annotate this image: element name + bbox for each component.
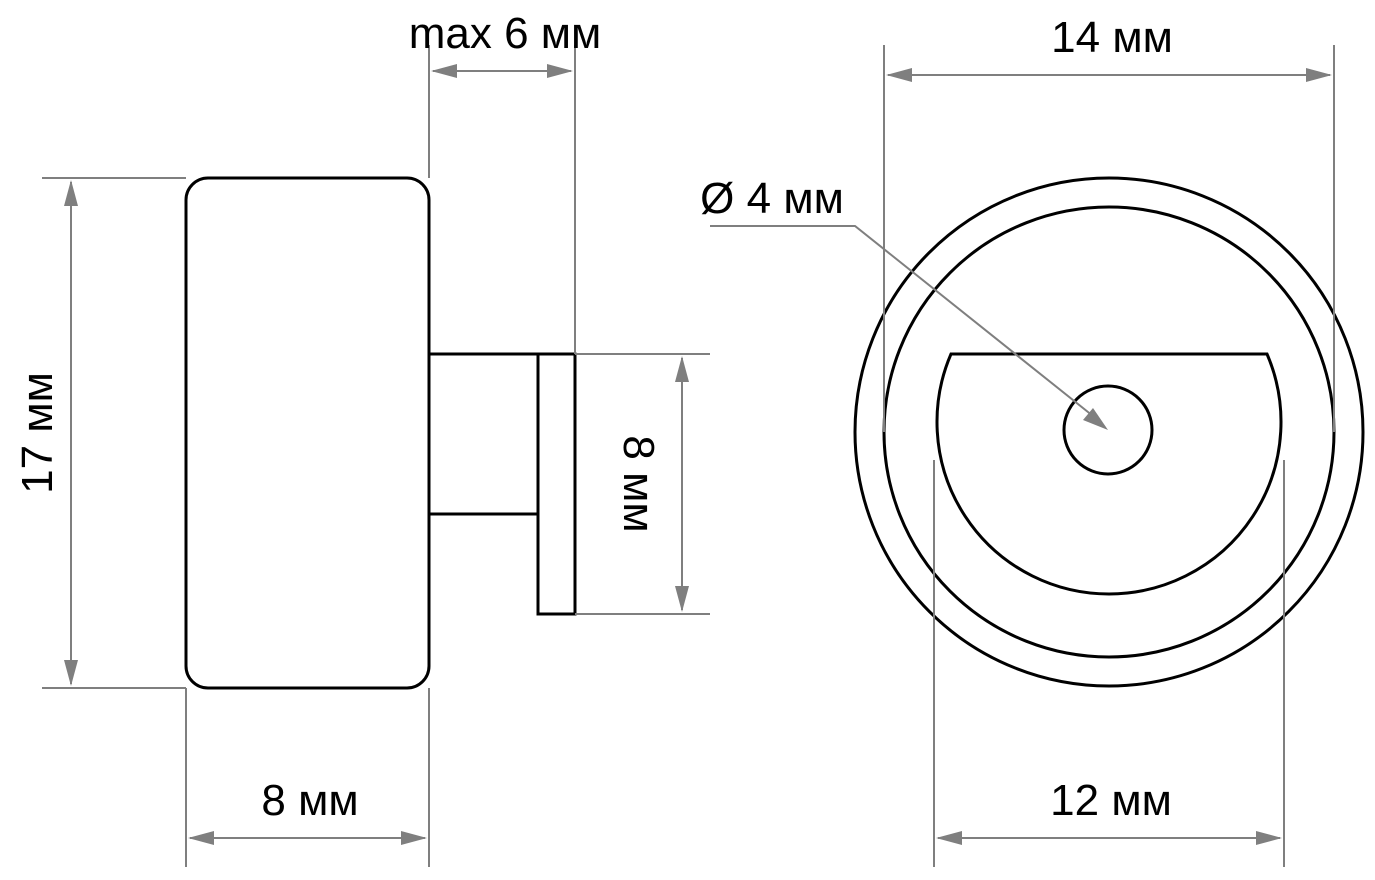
label-flange-8: 8 мм: [614, 435, 663, 532]
front-view: 14 мм 12 мм Ø 4 мм: [700, 13, 1365, 867]
dimension-flange-8: 8 мм: [575, 353, 710, 615]
side-view-body: [184, 176, 431, 690]
label-hole-4: Ø 4 мм: [700, 174, 844, 223]
label-width-8: 8 мм: [261, 776, 358, 825]
side-view-flange: [536, 352, 577, 616]
dimension-shaft-max-6: max 6 мм: [409, 9, 602, 354]
front-view-center-hole: [1062, 384, 1154, 476]
dimension-width-8: 8 мм: [185, 688, 430, 867]
front-view-middle-ring: [882, 205, 1336, 659]
dimension-outer-14: 14 мм: [883, 13, 1335, 432]
side-view: 17 мм 8 мм max 6 мм 8 мм: [13, 9, 710, 867]
label-inner-12: 12 мм: [1050, 776, 1172, 825]
label-height-17: 17 мм: [13, 372, 62, 494]
side-view-shaft: [429, 352, 538, 516]
dimension-inner-12: 12 мм: [933, 460, 1285, 867]
front-view-outer-circle: [853, 176, 1365, 688]
front-view-d-shape: [935, 352, 1283, 596]
dimension-height-17: 17 мм: [13, 177, 186, 689]
dimension-hole-4: Ø 4 мм: [700, 174, 1108, 430]
label-outer-14: 14 мм: [1051, 13, 1173, 62]
label-shaft-max-6: max 6 мм: [409, 9, 602, 58]
